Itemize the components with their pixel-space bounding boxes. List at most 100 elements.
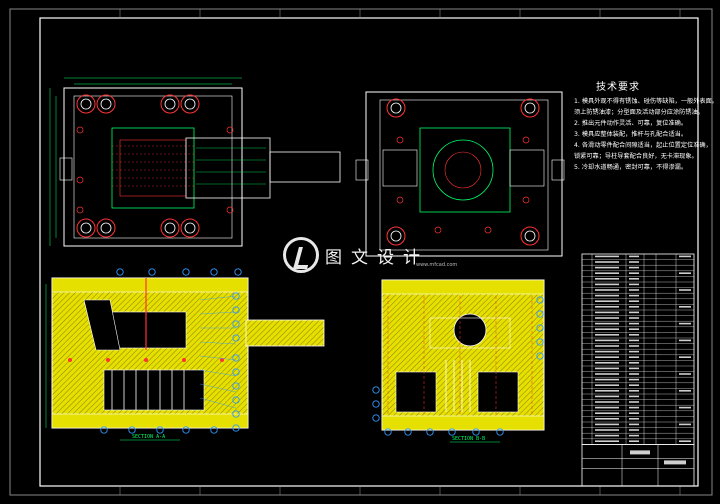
leader-line bbox=[199, 341, 237, 345]
rsec-balloon bbox=[536, 352, 544, 360]
guide-pillar-inner bbox=[80, 222, 92, 234]
bom-text-placeholder bbox=[595, 272, 619, 274]
bom-text-placeholder bbox=[595, 378, 619, 381]
plan-insert bbox=[119, 139, 187, 197]
cooling-channel bbox=[144, 358, 148, 362]
section-label-right: SECTION B-B bbox=[452, 436, 486, 442]
screw-hole bbox=[76, 176, 84, 184]
leader-line bbox=[199, 369, 237, 377]
part-balloon bbox=[210, 268, 218, 276]
bom-text-placeholder bbox=[595, 395, 619, 398]
rplan-tag bbox=[551, 159, 565, 181]
rplan-cavity bbox=[419, 127, 511, 213]
bom-text-placeholder bbox=[629, 339, 639, 342]
rsec-cavity bbox=[429, 317, 511, 349]
title-block bbox=[581, 443, 695, 487]
bom-text-placeholder bbox=[595, 356, 619, 358]
part-balloon bbox=[210, 426, 218, 434]
bom-text-placeholder bbox=[595, 440, 619, 442]
bom-text-placeholder bbox=[629, 311, 639, 314]
bom-text-placeholder bbox=[629, 289, 639, 291]
rplan-part-inner bbox=[444, 151, 482, 189]
cooling-channel bbox=[220, 358, 224, 362]
bom-text-placeholder bbox=[629, 334, 639, 336]
bom-text-placeholder bbox=[629, 266, 639, 269]
sec-bottom-clamp bbox=[51, 413, 249, 429]
bom-text-placeholder bbox=[595, 429, 619, 431]
bom-text-placeholder bbox=[595, 300, 619, 302]
part-balloon bbox=[232, 410, 240, 418]
cooling-channel bbox=[68, 358, 72, 362]
screw-hole bbox=[76, 126, 84, 134]
part-balloon bbox=[232, 396, 240, 404]
sec-ejector-space bbox=[103, 369, 205, 411]
bom-text-placeholder bbox=[629, 300, 639, 302]
rsec-balloon bbox=[372, 400, 380, 408]
guide-pillar-inner bbox=[80, 98, 92, 110]
rsec-balloon bbox=[496, 428, 504, 436]
bom-text-placeholder bbox=[629, 367, 639, 370]
note-line: 4. 各滑动零件配合间隙适当，起止位置定位准确， bbox=[574, 142, 712, 149]
guide-pillar-circle bbox=[76, 94, 96, 114]
rsec-balloon bbox=[536, 338, 544, 346]
note-line: 锁紧可靠；导柱导套配合良好，无卡滞现象。 bbox=[574, 153, 698, 160]
watermark-logo-icon bbox=[283, 237, 319, 273]
rsec-balloon bbox=[404, 428, 412, 436]
note-line: 须上防锈油漆；分型面及活动部分应涂防锈油。 bbox=[574, 109, 704, 116]
bom-text-placeholder bbox=[595, 406, 619, 409]
rplan-guide-inner bbox=[390, 102, 402, 114]
bom-text-placeholder bbox=[629, 328, 639, 330]
sec-top-clamp bbox=[51, 277, 249, 293]
bom-text-placeholder bbox=[679, 390, 691, 392]
bom-text-placeholder bbox=[679, 406, 691, 409]
part-balloon bbox=[100, 426, 108, 434]
bom-text-placeholder bbox=[679, 306, 691, 308]
bom-text-placeholder bbox=[595, 283, 619, 286]
rplan-guide-circle bbox=[520, 98, 540, 118]
rplan-guide-circle bbox=[386, 226, 406, 246]
guide-pillar-circle bbox=[160, 218, 180, 238]
bom-text-placeholder bbox=[629, 278, 639, 280]
bom-text-placeholder bbox=[629, 306, 639, 308]
rplan-screw-hole bbox=[484, 226, 492, 234]
rplan-tag bbox=[355, 159, 369, 181]
bom-text-placeholder bbox=[679, 440, 691, 442]
rsec-balloon bbox=[536, 310, 544, 318]
rsec-support-right bbox=[477, 371, 519, 413]
watermark-text: 图文设计 bbox=[325, 247, 429, 268]
part-balloon bbox=[232, 424, 240, 432]
rplan-screw-hole bbox=[522, 136, 530, 144]
rsec-support-left bbox=[395, 371, 437, 413]
rsec-balloon bbox=[384, 428, 392, 436]
rplan-part-circle bbox=[432, 139, 494, 201]
bom-text-placeholder bbox=[679, 322, 691, 325]
section-view-right bbox=[372, 279, 545, 443]
guide-pillar-circle bbox=[180, 218, 200, 238]
section-label-left: SECTION A-A bbox=[132, 434, 166, 440]
bom-text-placeholder bbox=[595, 317, 619, 319]
bom-text-placeholder bbox=[595, 384, 619, 386]
rsec-balloon bbox=[426, 428, 434, 436]
rplan-guide-circle bbox=[520, 226, 540, 246]
rsec-top-clamp bbox=[381, 279, 545, 295]
guide-pillar-inner bbox=[100, 98, 112, 110]
cooling-channel bbox=[106, 358, 110, 362]
title-text-placeholder bbox=[630, 450, 650, 455]
rsec-balloon bbox=[448, 428, 456, 436]
guide-pillar-circle bbox=[96, 218, 116, 238]
bom-text-placeholder bbox=[595, 362, 619, 364]
guide-pillar-inner bbox=[100, 222, 112, 234]
section-view-left bbox=[45, 268, 325, 441]
bom-text-placeholder bbox=[629, 261, 639, 263]
angle-pin-slot bbox=[83, 299, 121, 351]
bom-text-placeholder bbox=[629, 390, 639, 392]
bom-text-placeholder bbox=[595, 390, 619, 392]
bom-text-placeholder bbox=[629, 412, 639, 414]
bom-text-placeholder bbox=[595, 294, 619, 297]
bom-text-placeholder bbox=[629, 294, 639, 297]
rsec-bottom-clamp bbox=[381, 415, 545, 431]
part-balloon bbox=[232, 320, 240, 328]
part-balloon bbox=[182, 268, 190, 276]
bom-text-placeholder bbox=[595, 328, 619, 330]
